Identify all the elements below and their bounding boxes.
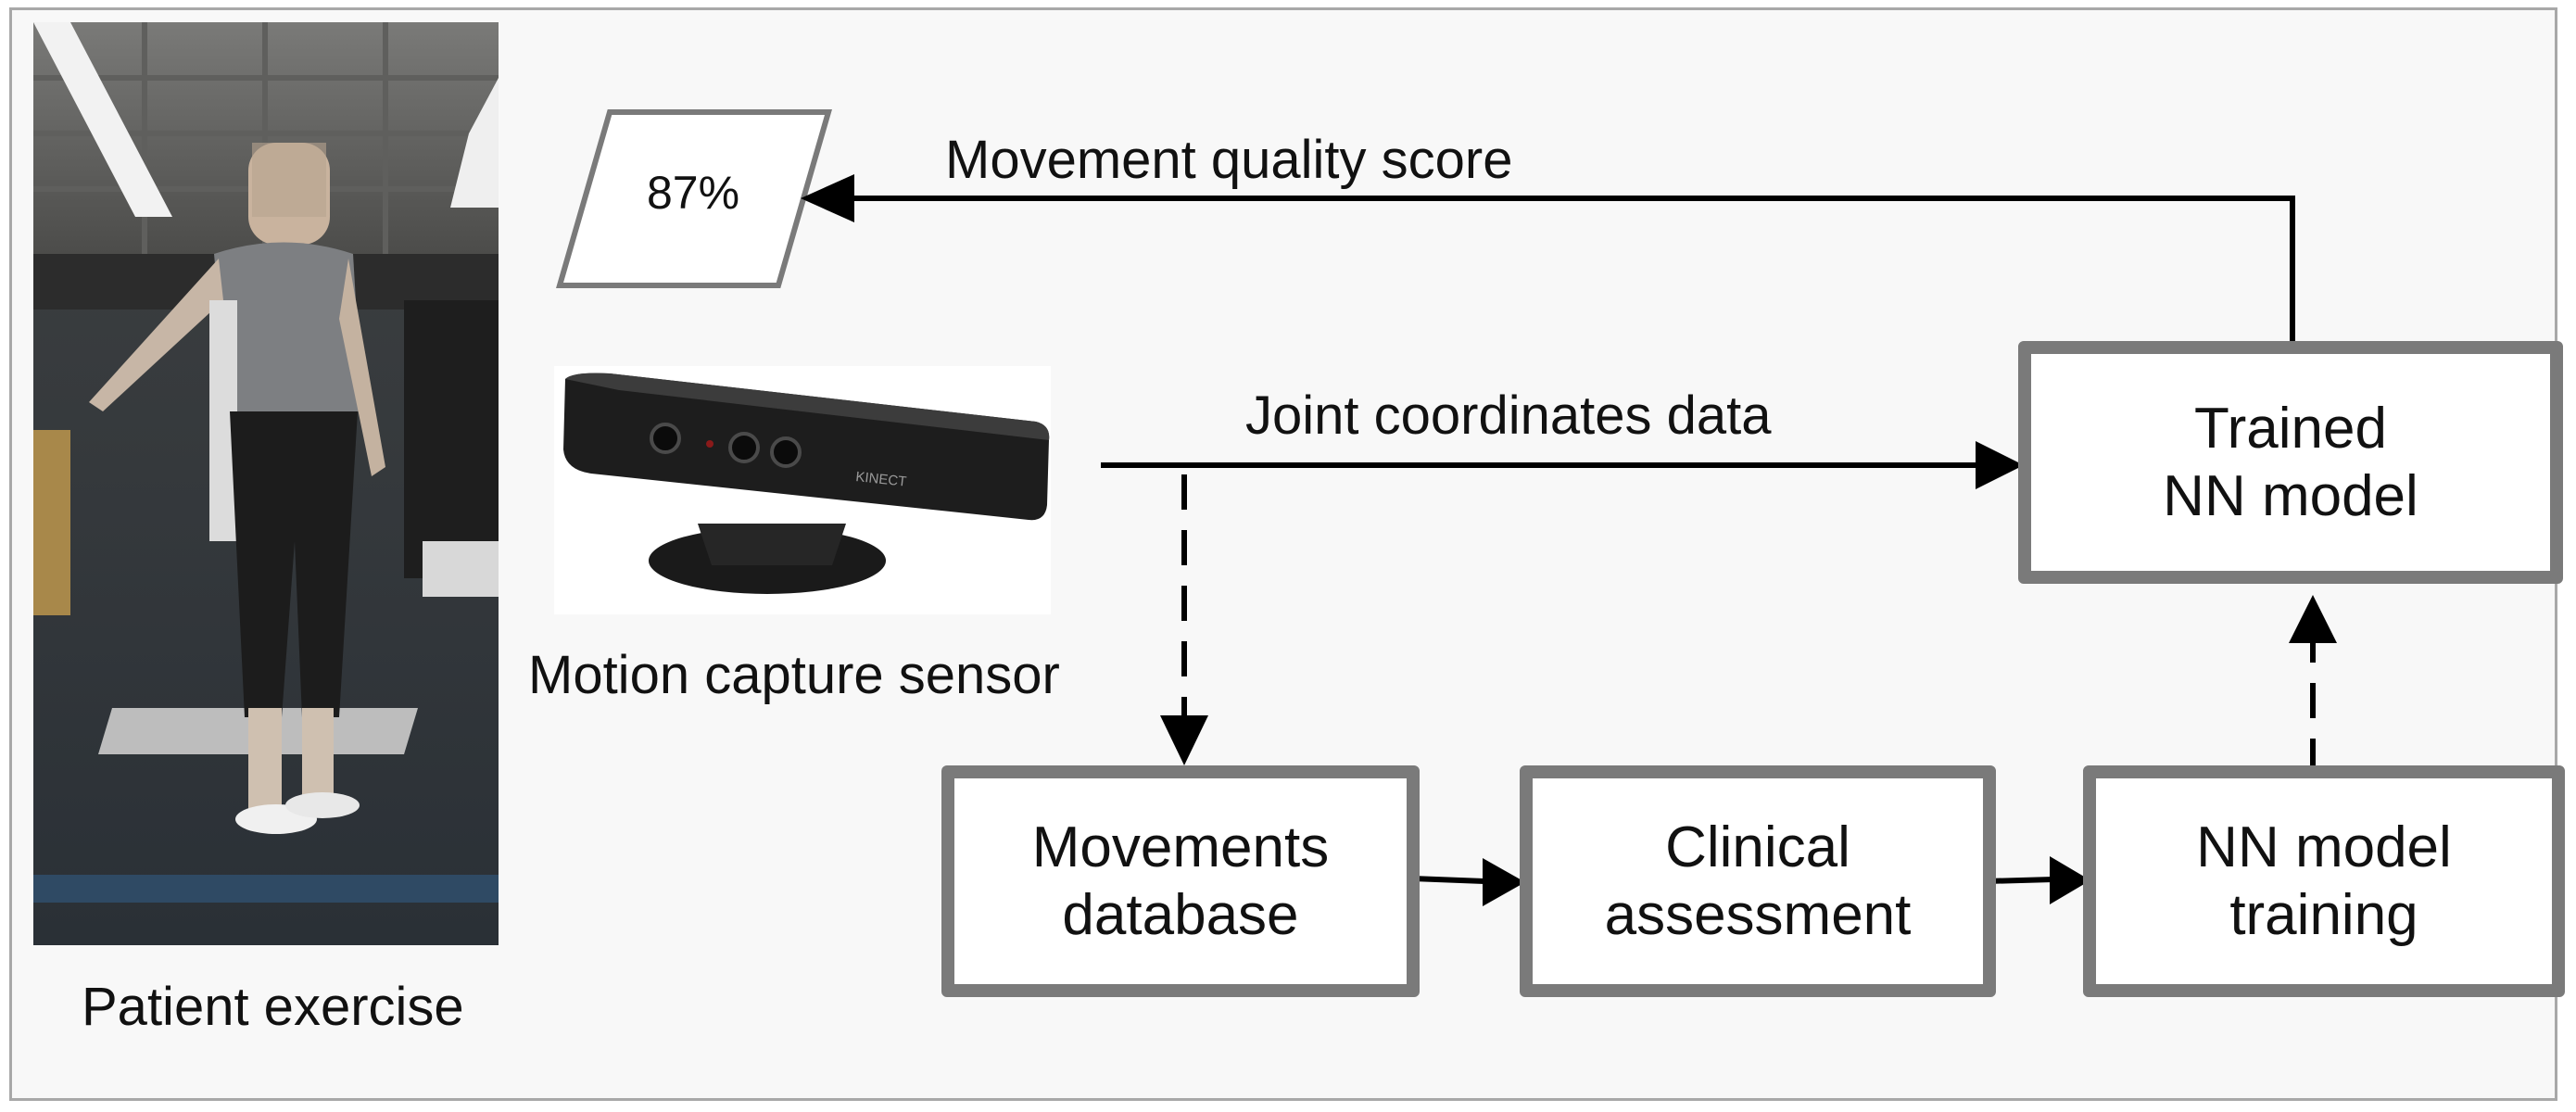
motion-capture-sensor-caption: Motion capture sensor xyxy=(528,645,1060,705)
training-arrowhead xyxy=(2050,856,2090,904)
clinical-arrowhead xyxy=(1483,858,1525,906)
clinical-to-training-line xyxy=(1986,877,2054,884)
movements-database-box: Movements database xyxy=(941,765,1420,997)
trained-nn-model-box: Trained NN model xyxy=(2018,341,2563,584)
clinical-assessment-label: Clinical assessment xyxy=(1604,815,1912,947)
movement-score-value: 87% xyxy=(647,167,740,219)
nn-model-training-box: NN model training xyxy=(2083,765,2565,997)
trained-nn-model-label: Trained NN model xyxy=(2163,396,2418,528)
movements-database-label: Movements database xyxy=(1031,815,1330,947)
patient-exercise-photo xyxy=(33,22,499,945)
patient-exercise-caption: Patient exercise xyxy=(82,977,464,1037)
score-arrowhead xyxy=(801,174,854,222)
sensor-brand-logo: KINECT xyxy=(855,469,907,490)
score-return-line xyxy=(854,196,2295,345)
movement-quality-score-label: Movement quality score xyxy=(945,130,1513,190)
db-to-clinical-line xyxy=(1411,876,1485,884)
motion-capture-sensor-image: KINECT xyxy=(554,366,1051,614)
db-arrowhead xyxy=(1160,715,1208,765)
score-output-shape xyxy=(556,109,832,288)
joint-data-arrowhead xyxy=(1976,441,2024,489)
nn-model-training-label: NN model training xyxy=(2196,815,2452,947)
trained-model-arrowhead xyxy=(2289,595,2337,643)
joint-coordinates-data-label: Joint coordinates data xyxy=(1245,385,1772,446)
clinical-assessment-box: Clinical assessment xyxy=(1520,765,1996,997)
